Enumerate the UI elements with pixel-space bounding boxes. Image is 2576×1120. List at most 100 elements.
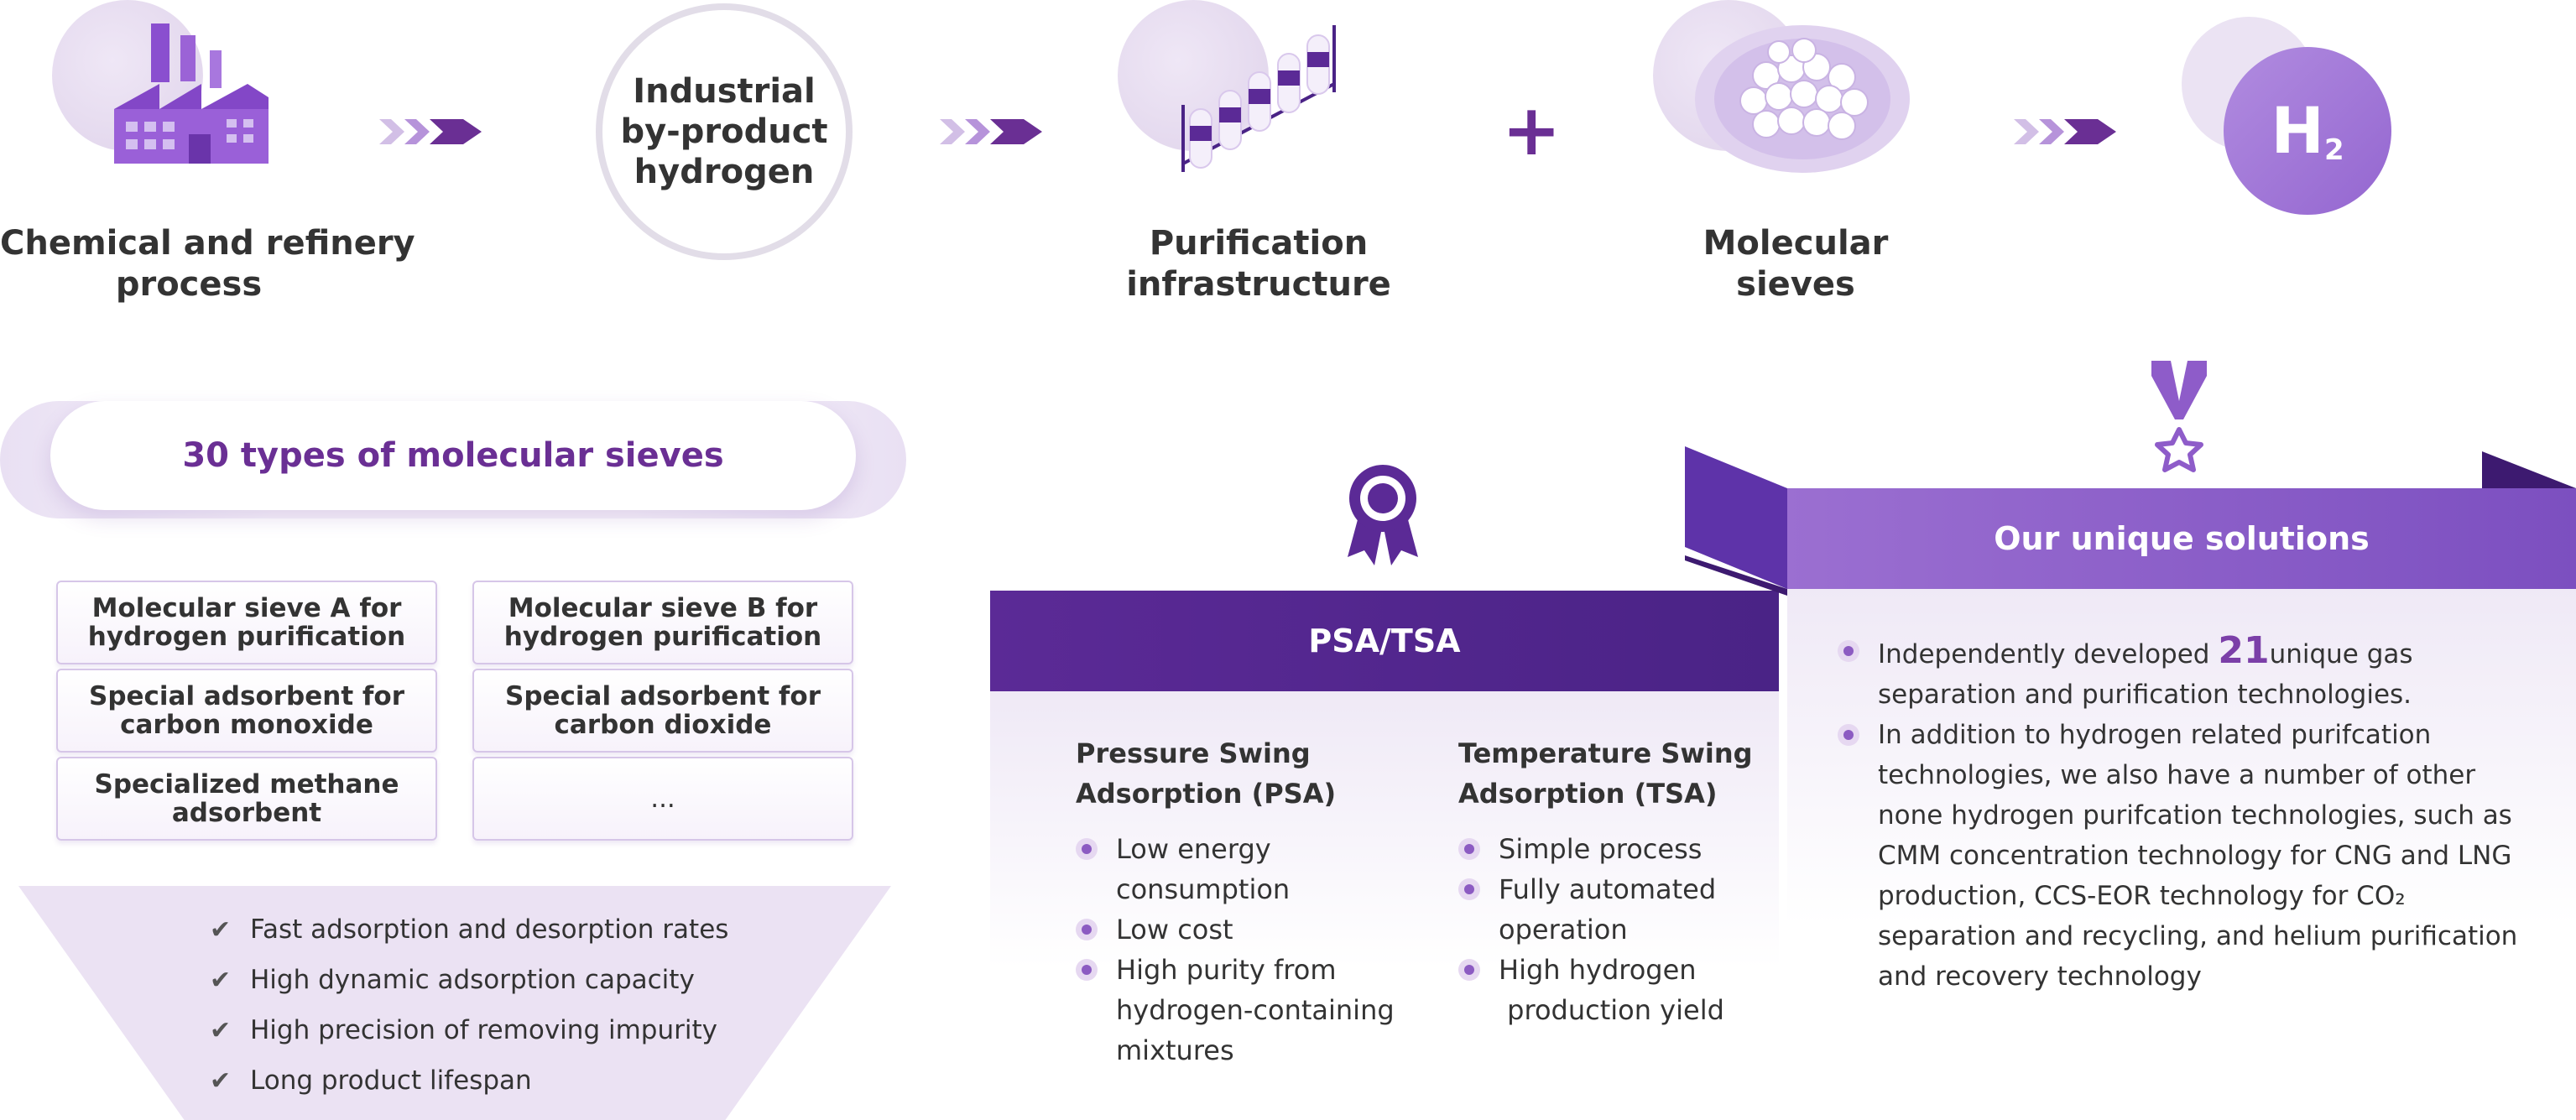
- bullet-dot-icon: [1458, 838, 1480, 860]
- chevron-arrow-icon: [2014, 119, 2116, 144]
- check-icon: ✔: [210, 914, 232, 945]
- features-list: ✔ Fast adsorption and desorption rates ✔…: [210, 904, 728, 1106]
- chevron-arrow-icon: [940, 119, 1042, 144]
- chevron-arrow-icon: [379, 119, 482, 144]
- psa-tsa-body: [990, 691, 1779, 968]
- feature-text: Fast adsorption and desorption rates: [250, 914, 729, 945]
- rosette-award-icon: [1341, 463, 1425, 576]
- unique-tech-count: 21: [2218, 629, 2270, 672]
- bullet-dot-icon: [1076, 838, 1098, 860]
- sieve-box-b-line1: Molecular sieve B for: [508, 593, 818, 623]
- sieve-box-co2-line2: carbon dioxide: [554, 710, 772, 740]
- step3-label-line2: infrastructure: [1126, 265, 1391, 304]
- molecular-sieves-icon: [1687, 17, 1913, 180]
- step2-line1: Industrial: [633, 72, 816, 111]
- bullet-dot-icon: [1458, 878, 1480, 900]
- h2-sub: 2: [2323, 133, 2344, 167]
- unique-solution-item: Independently developed 21unique gas sep…: [1838, 631, 2542, 715]
- unique-item2-text: In addition to hydrogen related purifcat…: [1878, 720, 2518, 992]
- psa-title-line2: Adsorption (PSA): [1076, 778, 1337, 810]
- unique-solutions-header: Our unique solutions: [1787, 488, 2576, 589]
- sieve-box-more-ellipsis: ...: [650, 784, 675, 814]
- feature-item: ✔ High precision of removing impurity: [210, 1005, 728, 1055]
- unique-item1-suffix: unique gas separation and purification t…: [1878, 639, 2413, 710]
- step3-label: Purification infrastructure: [1091, 223, 1426, 305]
- step1-label-line1: Chemical and refinery: [0, 224, 415, 263]
- sieve-box-a-line2: hydrogen purification: [87, 622, 406, 652]
- unique-solution-item: In addition to hydrogen related purifcat…: [1838, 715, 2542, 997]
- psa-benefit-line: High purity from: [1116, 954, 1337, 986]
- check-icon: ✔: [210, 1015, 232, 1045]
- step3-label-line1: Purification: [1149, 224, 1369, 263]
- tsa-benefit-line: Simple process: [1499, 833, 1703, 865]
- unique-item1-prefix: Independently developed: [1878, 639, 2219, 669]
- byproduct-hydrogen-circle: Industrial by-product hydrogen: [596, 3, 853, 260]
- step4-label-line2: sieves: [1736, 265, 1855, 304]
- tsa-benefit-line: High hydrogen: [1499, 954, 1697, 986]
- ribbon-fold-right: [2482, 451, 2576, 493]
- bullet-dot-icon: [1838, 724, 1859, 746]
- feature-text: High precision of removing impurity: [250, 1015, 717, 1045]
- unique-solutions-list: Independently developed 21unique gas sep…: [1838, 631, 2542, 997]
- psa-benefit-line: consumption: [1116, 873, 1291, 905]
- step4-label: Molecular sieves: [1628, 223, 1963, 305]
- unique-solutions-body: [1787, 589, 2576, 1008]
- step4-label-line1: Molecular: [1703, 224, 1889, 263]
- purification-cylinders-icon: [1175, 17, 1347, 180]
- feature-item: ✔ High dynamic adsorption capacity: [210, 955, 728, 1005]
- feature-text: High dynamic adsorption capacity: [250, 965, 695, 995]
- sieve-box-methane-line1: Specialized methane: [94, 769, 399, 800]
- tsa-benefit-line: Fully automated: [1499, 873, 1717, 905]
- tsa-benefit-item: High hydrogen production yield: [1458, 950, 1724, 1030]
- step2-line2: by-product: [620, 112, 828, 151]
- psa-title-line1: Pressure Swing: [1076, 737, 1311, 769]
- tsa-title-line2: Adsorption (TSA): [1458, 778, 1718, 810]
- sieve-box-co-line2: carbon monoxide: [120, 710, 373, 740]
- psa-benefit-item: Low cost: [1076, 909, 1395, 950]
- tsa-benefit-line: operation: [1499, 914, 1628, 945]
- psa-benefit-line: hydrogen-containing: [1116, 994, 1395, 1026]
- step1-label: Chemical and refinery process: [0, 223, 415, 305]
- tsa-benefit-item: Simple process: [1458, 829, 1724, 869]
- h2-main: H: [2271, 93, 2324, 168]
- bullet-dot-icon: [1838, 640, 1859, 662]
- feature-item: ✔ Long product lifespan: [210, 1055, 728, 1106]
- psa-benefit-line: Low energy: [1116, 833, 1271, 865]
- sieve-box-co-line1: Special adsorbent for: [89, 681, 404, 711]
- factory-icon: [101, 17, 285, 175]
- sieves-title-pill: 30 types of molecular sieves: [50, 401, 856, 510]
- sieve-box-co2-line1: Special adsorbent for: [505, 681, 821, 711]
- bullet-dot-icon: [1076, 959, 1098, 981]
- psa-benefit-line: Low cost: [1116, 914, 1233, 945]
- step2-line3: hydrogen: [634, 153, 815, 191]
- psa-tsa-header: PSA/TSA: [990, 591, 1779, 691]
- bullet-dot-icon: [1076, 919, 1098, 940]
- ribbon-fold-left: [1685, 446, 1794, 601]
- plus-icon: +: [1502, 89, 1562, 171]
- step1-label-line2: process: [115, 265, 263, 304]
- tsa-title-line1: Temperature Swing: [1458, 737, 1753, 769]
- tsa-benefit-item: Fully automated operation: [1458, 869, 1724, 950]
- sieve-box-more: ...: [472, 757, 853, 841]
- tsa-column-title: Temperature Swing Adsorption (TSA): [1458, 733, 1753, 814]
- features-funnel: [18, 886, 891, 1120]
- psa-benefit-item: Low energy consumption: [1076, 829, 1395, 909]
- sieve-box-a-line1: Molecular sieve A for: [91, 593, 402, 623]
- feature-item: ✔ Fast adsorption and desorption rates: [210, 904, 728, 955]
- sieve-box-methane-line2: adsorbent: [171, 798, 322, 828]
- tsa-benefit-line: production yield: [1499, 994, 1724, 1026]
- feature-text: Long product lifespan: [250, 1065, 532, 1096]
- psa-column-title: Pressure Swing Adsorption (PSA): [1076, 733, 1336, 814]
- check-icon: ✔: [210, 965, 232, 995]
- bullet-dot-icon: [1458, 959, 1480, 981]
- psa-benefits-list: Low energy consumption Low cost High puri…: [1076, 829, 1395, 1071]
- check-icon: ✔: [210, 1065, 232, 1096]
